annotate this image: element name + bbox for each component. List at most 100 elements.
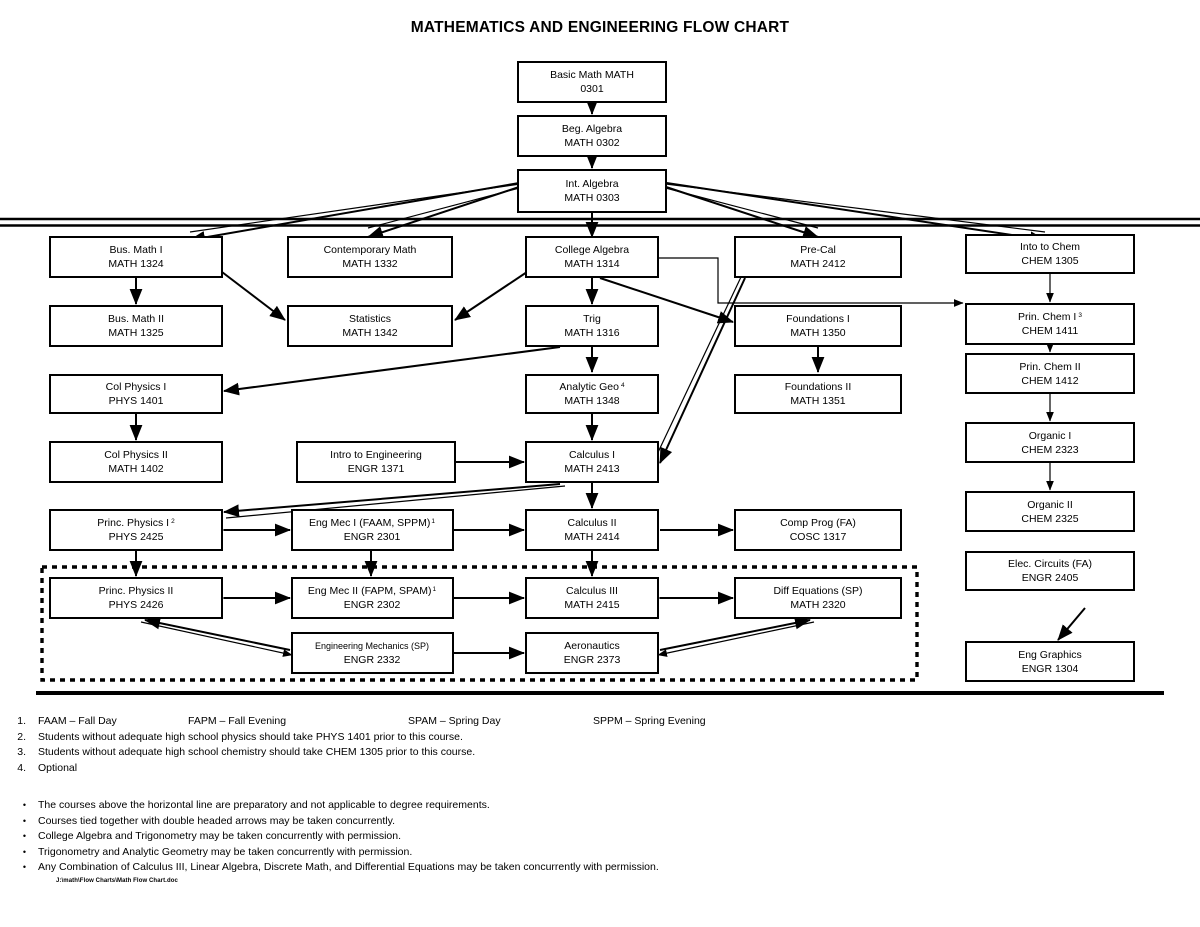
node-label: Calculus II — [567, 517, 616, 529]
node-code: PHYS 1401 — [109, 395, 164, 407]
node-code: MATH 2415 — [564, 599, 619, 611]
node-label: Comp Prog (FA) — [780, 517, 856, 529]
flow-chart-diagram: Basic Math MATH 0301 Beg. Algebra MATH 0… — [0, 61, 1200, 695]
node-code: 0301 — [580, 83, 604, 95]
bullet-item: • Any Combination of Calculus III, Linea… — [0, 860, 1200, 876]
node-label: Bus. Math I — [109, 244, 162, 256]
node-code: MATH 1325 — [108, 327, 163, 339]
bullet-text: Trigonometry and Analytic Geometry may b… — [38, 845, 413, 858]
node-eng-graphics[interactable]: Eng Graphics ENGR 1304 — [965, 641, 1135, 682]
node-col-physics-1[interactable]: Col Physics I PHYS 1401 — [49, 374, 223, 414]
note-number: 2. — [17, 730, 26, 743]
node-into-chem[interactable]: Into to Chem CHEM 1305 — [965, 234, 1135, 274]
note-text: Students without adequate high school ph… — [38, 730, 463, 743]
node-label: Calculus III — [566, 585, 618, 597]
note-text: Optional — [38, 761, 78, 774]
node-label: Eng Mec II(FAPM, SPAM)1 — [308, 585, 437, 597]
node-trig[interactable]: Trig MATH 1316 — [525, 305, 659, 347]
node-col-physics-2[interactable]: Col Physics II MATH 1402 — [49, 441, 223, 483]
bullet-glyph: • — [22, 815, 26, 826]
node-label: Statistics — [349, 313, 391, 325]
node-calculus-3[interactable]: Calculus III MATH 2415 — [525, 577, 659, 619]
note-segment: FAAM – Fall Day — [38, 715, 117, 727]
node-statistics[interactable]: Statistics MATH 1342 — [287, 305, 453, 347]
node-label: Diff Equations (SP) — [773, 585, 862, 597]
node-pre-cal[interactable]: Pre-Cal MATH 2412 — [734, 236, 902, 278]
node-label: Aeronautics — [564, 640, 619, 652]
node-comp-prog[interactable]: Comp Prog (FA) COSC 1317 — [734, 509, 902, 551]
node-code: MATH 1314 — [564, 258, 619, 270]
node-int-algebra[interactable]: Int. Algebra MATH 0303 — [517, 169, 667, 213]
node-label: Prin. Chem II — [1019, 361, 1080, 373]
node-beg-algebra[interactable]: Beg. Algebra MATH 0302 — [517, 115, 667, 157]
nodes-layer: Basic Math MATH 0301 Beg. Algebra MATH 0… — [49, 61, 1135, 682]
node-code: CHEM 1412 — [1021, 375, 1078, 387]
note-text: Students without adequate high school ch… — [38, 746, 476, 758]
node-label: Organic I — [1029, 430, 1072, 442]
numbered-notes-list: 1. FAAM – Fall Day FAPM – Fall Evening S… — [0, 714, 1200, 776]
note-item: 3. Students without adequate high school… — [0, 745, 1200, 761]
bullet-text: College Algebra and Trigonometry may be … — [38, 830, 402, 842]
page-title: MATHEMATICS AND ENGINEERING FLOW CHART — [410, 19, 790, 36]
bullet-item: • Courses tied together with double head… — [0, 814, 1200, 830]
bullet-text: Any Combination of Calculus III, Linear … — [38, 861, 659, 873]
node-label: College Algebra — [555, 244, 629, 256]
concurrent-group-outline — [40, 565, 919, 682]
node-elec-circuits[interactable]: Elec. Circuits (FA) ENGR 2405 — [965, 551, 1135, 591]
node-label: Int. Algebra — [565, 178, 618, 190]
node-code: CHEM 2325 — [1021, 513, 1078, 525]
bullet-item: • The courses above the horizontal line … — [0, 798, 1200, 814]
node-code: MATH 2320 — [790, 599, 845, 611]
node-eng-mec-1[interactable]: Eng Mec I(FAAM, SPPM)1 ENGR 2301 — [291, 509, 454, 551]
node-foundations-2[interactable]: Foundations II MATH 1351 — [734, 374, 902, 414]
node-organic-2[interactable]: Organic II CHEM 2325 — [965, 491, 1135, 532]
node-code: MATH 2414 — [564, 531, 619, 543]
node-organic-1[interactable]: Organic I CHEM 2323 — [965, 422, 1135, 463]
node-code: MATH 1342 — [342, 327, 397, 339]
node-code: CHEM 2323 — [1021, 444, 1078, 456]
node-calculus-2[interactable]: Calculus II MATH 2414 — [525, 509, 659, 551]
node-code: MATH 1402 — [108, 463, 163, 475]
node-code: ENGR 1371 — [348, 463, 405, 475]
node-code: MATH 2413 — [564, 463, 619, 475]
node-bus-math-1[interactable]: Bus. Math I MATH 1324 — [49, 236, 223, 278]
bullet-glyph: • — [22, 831, 26, 841]
note-item: 1. FAAM – Fall Day FAPM – Fall Evening S… — [0, 714, 1200, 730]
node-label: Foundations II — [785, 381, 852, 393]
node-engineering-mechanics[interactable]: Engineering Mechanics (SP) ENGR 2332 — [291, 632, 454, 674]
node-label: Eng Mec I(FAAM, SPPM)1 — [309, 517, 435, 529]
bullet-text: Courses tied together with double headed… — [38, 814, 396, 827]
node-college-algebra[interactable]: College Algebra MATH 1314 — [525, 236, 659, 278]
note-item: 2. Students without adequate high school… — [0, 730, 1200, 746]
node-eng-mec-2[interactable]: Eng Mec II(FAPM, SPAM)1 ENGR 2302 — [291, 577, 454, 619]
note-number: 1. — [17, 715, 26, 727]
node-code: COSC 1317 — [790, 531, 847, 543]
node-code: ENGR 1304 — [1022, 663, 1079, 675]
node-code: CHEM 1411 — [1022, 325, 1079, 337]
node-diff-equations[interactable]: Diff Equations (SP) MATH 2320 — [734, 577, 902, 619]
node-label: Contemporary Math — [324, 244, 417, 256]
node-bus-math-2[interactable]: Bus. Math II MATH 1325 — [49, 305, 223, 347]
node-code: PHYS 2426 — [109, 599, 164, 611]
node-princ-physics-2[interactable]: Princ. Physics II PHYS 2426 — [49, 577, 223, 619]
node-intro-engineering[interactable]: Intro to Engineering ENGR 1371 — [296, 441, 456, 483]
node-basic-math[interactable]: Basic Math MATH 0301 — [517, 61, 667, 103]
node-prin-chem-2[interactable]: Prin. Chem II CHEM 1412 — [965, 353, 1135, 394]
node-code: MATH 1348 — [564, 395, 619, 407]
node-code: MATH 1350 — [790, 327, 845, 339]
node-label: Engineering Mechanics (SP) — [315, 641, 429, 651]
node-label: Pre-Cal — [800, 244, 836, 256]
node-code: CHEM 1305 — [1021, 255, 1078, 267]
node-aeronautics[interactable]: Aeronautics ENGR 2373 — [525, 632, 659, 674]
node-code: MATH 2412 — [790, 258, 845, 270]
node-contemporary-math[interactable]: Contemporary Math MATH 1332 — [287, 236, 453, 278]
node-calculus-1[interactable]: Calculus I MATH 2413 — [525, 441, 659, 483]
bullet-notes-list: • The courses above the horizontal line … — [0, 798, 1200, 876]
node-foundations-1[interactable]: Foundations I MATH 1350 — [734, 305, 902, 347]
edges-layer — [0, 99, 1200, 695]
